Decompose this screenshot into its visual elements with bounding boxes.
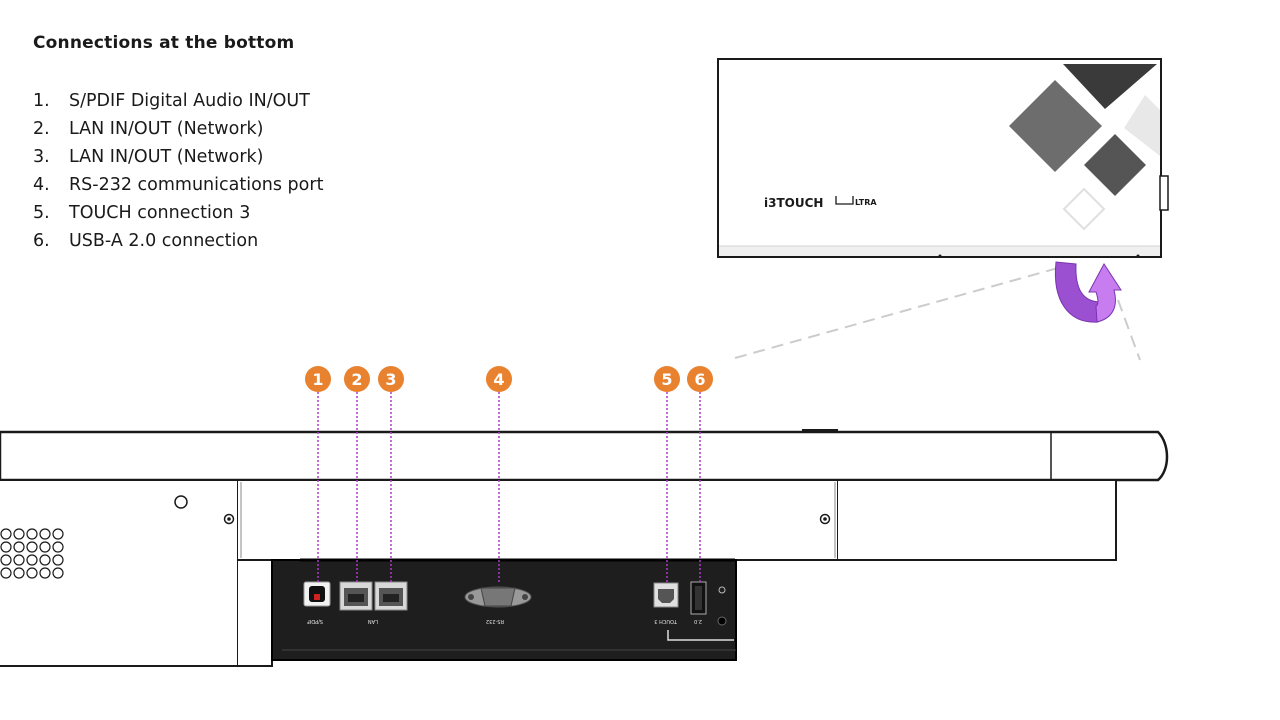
callout-badge-5: 5 <box>654 366 680 392</box>
guide-line <box>734 267 1059 359</box>
brand-logo <box>835 196 854 205</box>
display-front-inset: i3TOUCH LTRA <box>717 58 1169 258</box>
touch-usb-b-port: TOUCH 3 <box>653 582 679 624</box>
list-item: 4.RS-232 communications port <box>33 175 324 195</box>
logo-shape <box>1084 134 1146 196</box>
lan-label: LAN <box>368 618 378 624</box>
speaker-grille <box>0 528 64 579</box>
svg-text:1: 1 <box>312 370 323 389</box>
list-item: 6.USB-A 2.0 connection <box>33 231 259 251</box>
page-title: Connections at the bottom <box>33 33 295 53</box>
list-item: 5.TOUCH connection 3 <box>33 203 251 223</box>
guide-line <box>1117 299 1141 361</box>
brand-logo: i3TOUCH <box>764 196 823 210</box>
rotate-arrow-icon <box>1054 261 1122 323</box>
logo-shape <box>1063 64 1157 109</box>
connection-list: 1.S/PDIF Digital Audio IN/OUT 2.LAN IN/O… <box>33 89 323 257</box>
svg-text:S/PDIF: S/PDIF <box>307 618 323 624</box>
svg-text:2.0: 2.0 <box>694 618 702 624</box>
brand-logo: LTRA <box>855 198 877 207</box>
lan-port-1 <box>339 581 373 611</box>
svg-text:TOUCH 3: TOUCH 3 <box>654 618 678 624</box>
svg-text:5: 5 <box>661 370 672 389</box>
svg-text:RS-232: RS-232 <box>486 618 504 624</box>
logo-shape <box>1124 95 1160 156</box>
svg-text:6: 6 <box>694 370 705 389</box>
logo-shape <box>1009 80 1102 172</box>
svg-text:2: 2 <box>351 370 362 389</box>
callout-badge-6: 6 <box>687 366 713 392</box>
list-item: 1.S/PDIF Digital Audio IN/OUT <box>33 91 310 111</box>
list-item: 2.LAN IN/OUT (Network) <box>33 119 264 139</box>
list-item: 3.LAN IN/OUT (Network) <box>33 147 264 167</box>
spdif-port: S/PDIF <box>303 581 331 624</box>
lan-port-2 <box>374 581 408 611</box>
callout-badge-4: 4 <box>486 366 512 392</box>
callout-badge-1: 1 <box>305 366 331 392</box>
callout-badge-2: 2 <box>344 366 370 392</box>
svg-text:4: 4 <box>493 370 504 389</box>
usb-a-port: 2.0 <box>690 581 707 624</box>
callout-badge-3: 3 <box>378 366 404 392</box>
rs232-port: RS-232 <box>464 586 532 624</box>
logo-shape <box>1062 187 1106 231</box>
svg-text:3: 3 <box>385 370 396 389</box>
display-bottom-view <box>0 429 1169 667</box>
